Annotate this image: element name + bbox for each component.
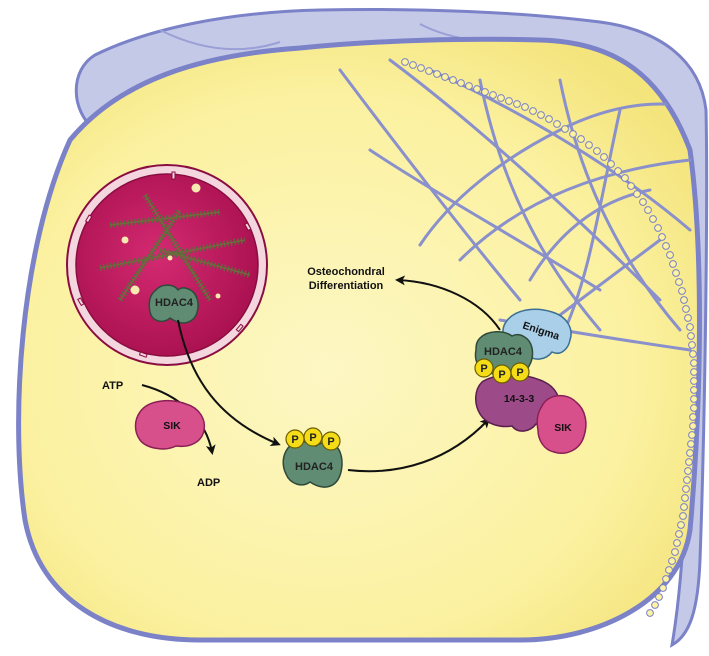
sik-right-label: SIK bbox=[554, 422, 572, 434]
phosphate-mid-2 bbox=[303, 427, 323, 447]
phosphate-complex-1 bbox=[474, 358, 494, 378]
protein-1433-label: 14-3-3 bbox=[504, 393, 535, 405]
nucleus bbox=[66, 164, 268, 366]
adp-label: ADP bbox=[197, 477, 220, 489]
phospho-complex: P P P bbox=[474, 358, 530, 384]
phosphate-complex-3-label: P bbox=[516, 367, 523, 379]
phosphate-mid-1-label: P bbox=[291, 434, 298, 446]
membrane-vesicles bbox=[401, 58, 698, 617]
outcome-label-line2: Differentiation bbox=[309, 280, 384, 292]
atp-label: ATP bbox=[102, 380, 123, 392]
nuclear-export-arrow bbox=[177, 319, 281, 446]
hdac4-nuclear: HDAC4 bbox=[148, 284, 199, 324]
differentiation-arrow bbox=[395, 275, 501, 331]
hdac4-nuclear-label: HDAC4 bbox=[155, 297, 194, 309]
hdac4-mid-label: HDAC4 bbox=[295, 461, 334, 473]
complex-formation-arrow bbox=[347, 417, 491, 473]
phosphate-mid-2-label: P bbox=[309, 432, 316, 444]
outcome-label-line1: Osteochondral bbox=[307, 266, 385, 278]
phosphate-mid-3-label: P bbox=[327, 436, 334, 448]
chromatin bbox=[99, 193, 251, 302]
sik-kinase-left: SIK bbox=[134, 399, 206, 450]
nucleoli bbox=[121, 183, 221, 299]
phosphate-mid-3 bbox=[321, 431, 341, 451]
hdac4-complex-label: HDAC4 bbox=[484, 346, 523, 358]
phospho-hdac4-cytoplasm: HDAC4 P P P bbox=[282, 427, 343, 488]
phosphate-complex-3 bbox=[510, 362, 530, 382]
phosphate-complex-2-label: P bbox=[498, 369, 505, 381]
phosphate-complex-1-label: P bbox=[480, 363, 487, 375]
sik-kinase-right: SIK bbox=[536, 394, 587, 454]
nuclear-pores bbox=[77, 171, 252, 358]
sik-left-label: SIK bbox=[163, 420, 181, 432]
